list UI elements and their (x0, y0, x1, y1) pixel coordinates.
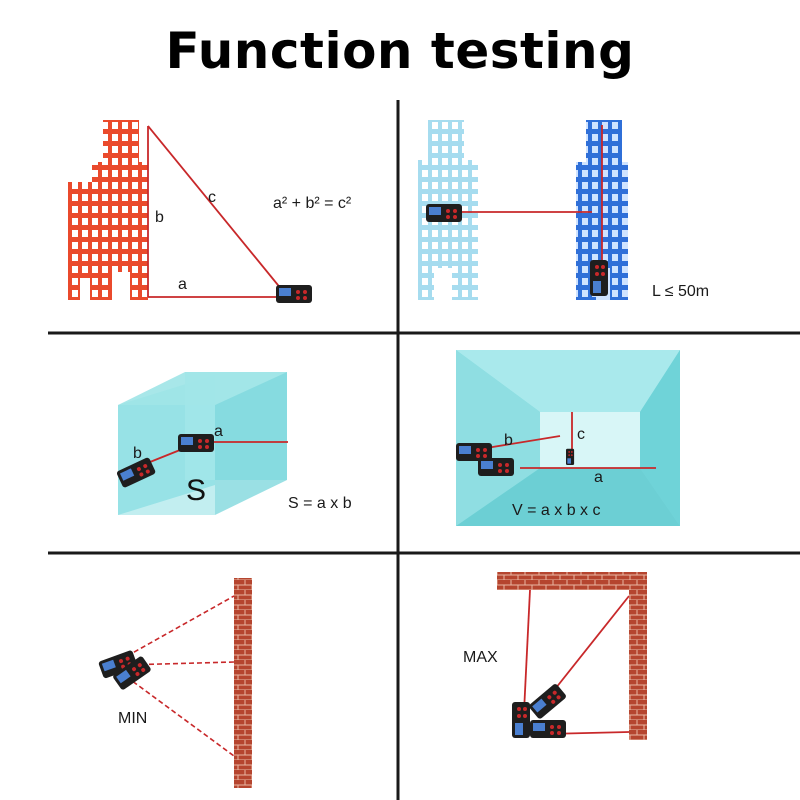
laser-meter-icon (530, 720, 566, 738)
label-a: a (594, 469, 603, 486)
pythagoras-formula: a² + b² = c² (273, 195, 352, 212)
room-interior (456, 350, 680, 526)
laser-meter-icon (590, 260, 608, 296)
grid-dividers (48, 100, 800, 800)
area-formula: S = a x b (288, 495, 352, 512)
panel-volume: b c a V = a x b x c (456, 350, 680, 526)
label-c: c (208, 189, 216, 206)
label-c: c (577, 426, 585, 443)
brick-wall-side-icon (629, 590, 647, 740)
laser-meter-icon (456, 443, 492, 461)
building-icon (68, 120, 148, 300)
label-a: a (214, 423, 223, 440)
brick-wall-top-icon (497, 572, 647, 590)
label-b: b (155, 209, 164, 226)
room-box (118, 372, 287, 515)
min-label: MIN (118, 710, 147, 727)
brick-wall-icon (234, 578, 252, 788)
laser-meter-icon (178, 434, 214, 452)
label-a: a (178, 276, 187, 293)
laser-meter-icon (566, 448, 575, 465)
label-b: b (133, 445, 142, 462)
panel-distance: L ≤ 50m (418, 120, 709, 300)
panel-area: b a S S = a x b (116, 372, 352, 515)
max-label: MAX (463, 649, 498, 666)
panel-min: MIN (98, 578, 252, 788)
page-title: Function testing (165, 22, 635, 80)
volume-formula: V = a x b x c (512, 502, 600, 519)
label-b: b (504, 432, 513, 449)
laser-meter-icon (426, 204, 462, 222)
laser-meter-icon (528, 682, 568, 720)
panel-pythagoras: b c a a² + b² = c² (68, 120, 352, 303)
laser-meter-icon (512, 702, 530, 738)
panel-max: MAX (463, 572, 647, 740)
laser-meter-icon (276, 285, 312, 303)
label-s: S (186, 474, 206, 507)
distance-formula: L ≤ 50m (652, 283, 709, 300)
